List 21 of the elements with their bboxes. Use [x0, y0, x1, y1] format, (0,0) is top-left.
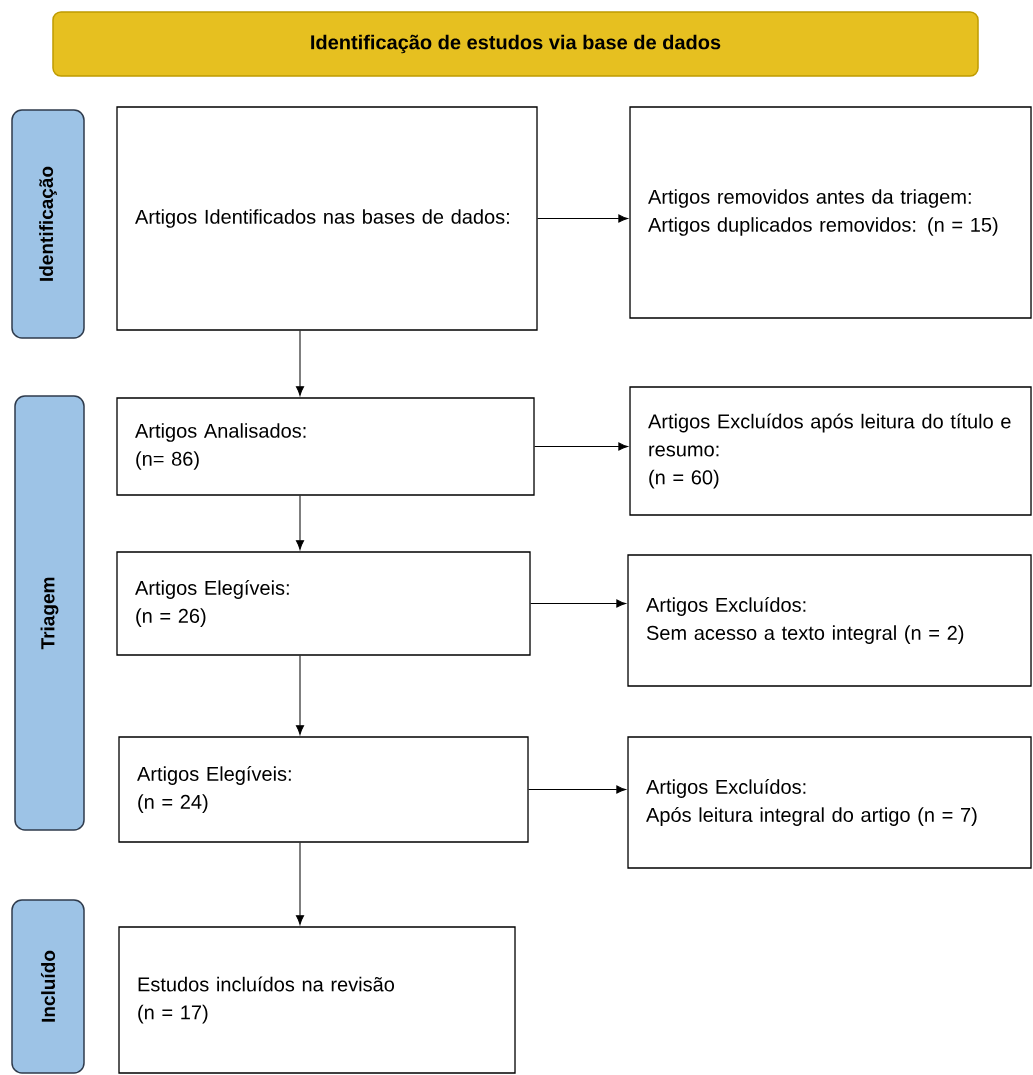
arrow — [295, 330, 305, 396]
stage-band: Incluído — [11, 899, 85, 1074]
arrow — [528, 785, 626, 794]
process-box: Artigos removidos antes da triagem: Artigos duplicados removidos: (n = 15) — [629, 106, 1032, 319]
process-box: Artigos Excluídos: Sem acesso a texto integral (n = 2) — [627, 554, 1032, 687]
arrow — [537, 214, 628, 223]
arrow — [530, 599, 626, 608]
process-box: Artigos Analisados: (n= 86) — [116, 397, 535, 496]
process-box: Artigos Excluídos: Após leitura integral do artigo (n = 7) — [627, 736, 1032, 869]
arrow — [295, 842, 305, 925]
title-banner: Identificação de estudos via base de dados — [52, 11, 979, 77]
stage-band: Identificação — [11, 109, 85, 339]
arrow — [295, 495, 305, 550]
process-box: Artigos Identificados nas bases de dados: — [116, 106, 538, 331]
arrow — [295, 655, 305, 735]
process-box: Artigos Elegíveis: (n = 26) — [116, 551, 531, 656]
arrow — [534, 442, 628, 451]
process-box: Artigos Elegíveis: (n = 24) — [118, 736, 529, 843]
process-box: Estudos incluídos na revisão (n = 17) — [118, 926, 516, 1074]
process-box: Artigos Excluídos após leitura do título e resumo: (n = 60) — [629, 386, 1032, 516]
stage-band: Triagem — [14, 395, 85, 831]
